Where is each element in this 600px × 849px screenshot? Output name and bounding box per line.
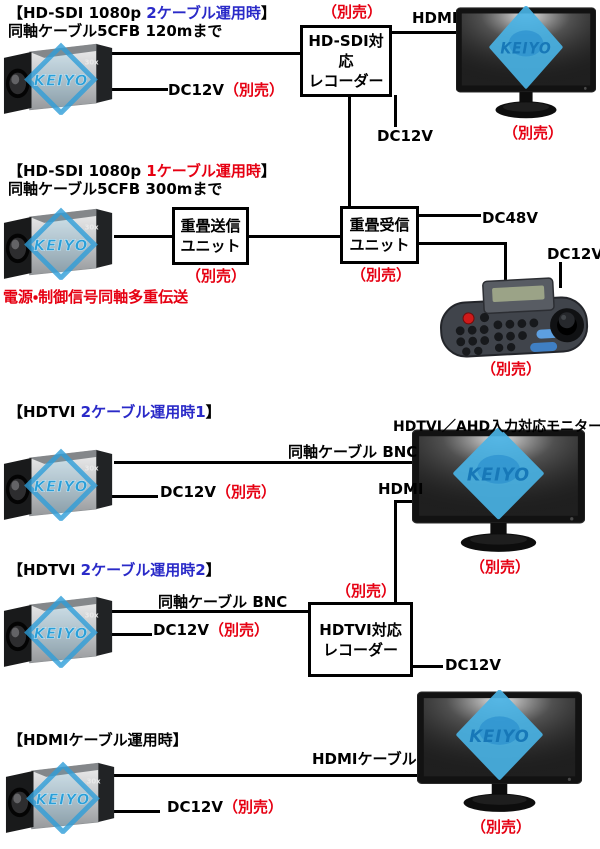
- wire-recorder-dc12v: [394, 95, 397, 127]
- cam4-dc12v-label: DC12V（別売）: [153, 621, 269, 639]
- overlay-rx-unit-box: 重畳受信 ユニット: [340, 206, 419, 264]
- section1-title: 【HD-SDI 1080p 2ケーブル運用時】: [8, 4, 276, 22]
- coax-bnc-label-2: 同軸ケーブル BNC: [158, 593, 288, 611]
- wire-cam4-dc12v: [110, 633, 152, 636]
- recorder1-dc12v-label: DC12V: [377, 127, 433, 145]
- dc12v-text: DC12V: [153, 621, 209, 639]
- camera-image-1: [2, 38, 120, 115]
- wire-monitor2-hdmi-h: [394, 500, 416, 503]
- hdtvi-recorder-line1: HDTVI対応: [319, 620, 402, 639]
- recorder2-dc12v-label: DC12V: [445, 656, 501, 674]
- dc12v-text: DC12V: [167, 798, 223, 816]
- camera-image-2: [2, 203, 120, 280]
- monitor3-besides-label: （別売）: [471, 818, 532, 836]
- wire-controller-dc12v: [559, 262, 562, 288]
- besides-text: （別売）: [222, 798, 283, 816]
- section2-title-highlight: 1ケーブル運用時: [146, 162, 261, 180]
- cam3-dc12v-label: DC12V（別売）: [160, 483, 276, 501]
- rx-unit-line2: ユニット: [349, 236, 410, 254]
- section1-subtitle: 同軸ケーブル5CFB 120mまで: [8, 22, 223, 40]
- section4-title-suffix: 】: [205, 561, 221, 579]
- hdtvi-recorder-box: HDTVI対応 レコーダー: [308, 602, 413, 677]
- cam5-dc12v-label: DC12V（別売）: [167, 798, 283, 816]
- section2-subtitle: 同軸ケーブル5CFB 300mまで: [8, 180, 223, 198]
- cam1-dc12v-label: DC12V（別売）: [168, 81, 284, 99]
- wire-cam2-txunit: [114, 235, 173, 238]
- wire-rxunit-controller-v: [504, 242, 507, 284]
- wire-recorder-monitor-hdmi: [390, 31, 462, 34]
- besides-text: （別売）: [208, 621, 269, 639]
- controller-dc12v-label: DC12V: [547, 245, 600, 263]
- section2-title: 【HD-SDI 1080p 1ケーブル運用時】: [8, 162, 276, 180]
- camera-image-3: [2, 444, 120, 521]
- section1-title-highlight: 2ケーブル運用時: [146, 4, 261, 22]
- section3-title-highlight: 2ケーブル運用時1: [80, 403, 206, 421]
- section2-title-prefix: 【HD-SDI 1080p: [8, 162, 147, 180]
- monitor1-besides-label: （別売）: [503, 124, 564, 142]
- rx-unit-besides-label: （別売）: [351, 266, 412, 284]
- besides-text: （別売）: [215, 483, 276, 501]
- besides-text: （別売）: [223, 81, 284, 99]
- wire-cam3-dc12v: [110, 495, 158, 498]
- camera-image-4: [2, 591, 120, 668]
- monitor-image-3: [417, 690, 582, 816]
- section3-title-prefix: 【HDTVI: [8, 403, 81, 421]
- dc12v-text: DC12V: [168, 81, 224, 99]
- wire-monitor2-hdmi-v: [394, 500, 397, 604]
- recorder2-besides-label: （別売）: [336, 582, 397, 600]
- hdsdi-recorder-line1: HD-SDI対応: [308, 32, 384, 70]
- coax-bnc-label-1: 同軸ケーブル BNC: [288, 443, 418, 461]
- hdmi-cable-label: HDMIケーブル: [312, 750, 417, 768]
- monitor2-besides-label: （別売）: [470, 558, 531, 576]
- wire-cam5-monitor-hdmi: [114, 774, 422, 777]
- section4-title-prefix: 【HDTVI: [8, 561, 81, 579]
- dc48v-label: DC48V: [482, 209, 538, 227]
- wire-txunit-rxunit: [247, 235, 341, 238]
- wire-recorder2-dc12v: [411, 665, 443, 668]
- section3-title-suffix: 】: [205, 403, 221, 421]
- dc12v-text: DC12V: [160, 483, 216, 501]
- section2-note: 電源・制御信号同軸多重伝送: [3, 288, 189, 306]
- rx-unit-line1: 重畳受信: [349, 216, 410, 234]
- ptz-controller-image: [438, 276, 590, 360]
- recorder1-besides-label: （別売）: [322, 3, 383, 21]
- tx-unit-line2: ユニット: [180, 237, 241, 255]
- overlay-tx-unit-box: 重畳送信 ユニット: [172, 207, 249, 265]
- hdtvi-recorder-line2: レコーダー: [322, 640, 398, 659]
- hdmi-label-2: HDMI: [378, 480, 424, 498]
- controller-besides-label: （別売）: [481, 360, 542, 378]
- hdsdi-recorder-box: HD-SDI対応 レコーダー: [300, 25, 392, 97]
- section3-title: 【HDTVI 2ケーブル運用時1】: [8, 403, 221, 421]
- section4-title: 【HDTVI 2ケーブル運用時2】: [8, 561, 221, 579]
- camera-image-5: [4, 757, 122, 834]
- monitor-image-1: [456, 6, 596, 122]
- wire-recorder-rxunit: [348, 95, 351, 209]
- wire-cam3-monitor-coax: [114, 461, 415, 464]
- wire-cam4-recorder-coax: [112, 610, 310, 613]
- wire-rxunit-controller-h: [417, 242, 507, 245]
- tx-unit-besides-label: （別売）: [186, 267, 247, 285]
- wire-cam1-dc12v: [108, 88, 168, 91]
- hdsdi-recorder-line2: レコーダー: [308, 72, 384, 90]
- section5-title: 【HDMIケーブル運用時】: [8, 731, 188, 749]
- section2-title-suffix: 】: [260, 162, 276, 180]
- wire-cam5-dc12v: [112, 810, 160, 813]
- section1-title-suffix: 】: [260, 4, 276, 22]
- section4-title-highlight: 2ケーブル運用時2: [80, 561, 206, 579]
- monitor2-type-label: HDTVI／AHD入力対応モニター: [393, 419, 600, 435]
- tx-unit-line1: 重畳送信: [180, 217, 241, 235]
- wire-cam1-recorder: [112, 52, 302, 55]
- section1-title-prefix: 【HD-SDI 1080p: [8, 4, 147, 22]
- wire-rxunit-dc48v: [417, 214, 481, 217]
- monitor-image-2: [412, 428, 585, 556]
- hdmi-label-1: HDMI: [412, 9, 458, 27]
